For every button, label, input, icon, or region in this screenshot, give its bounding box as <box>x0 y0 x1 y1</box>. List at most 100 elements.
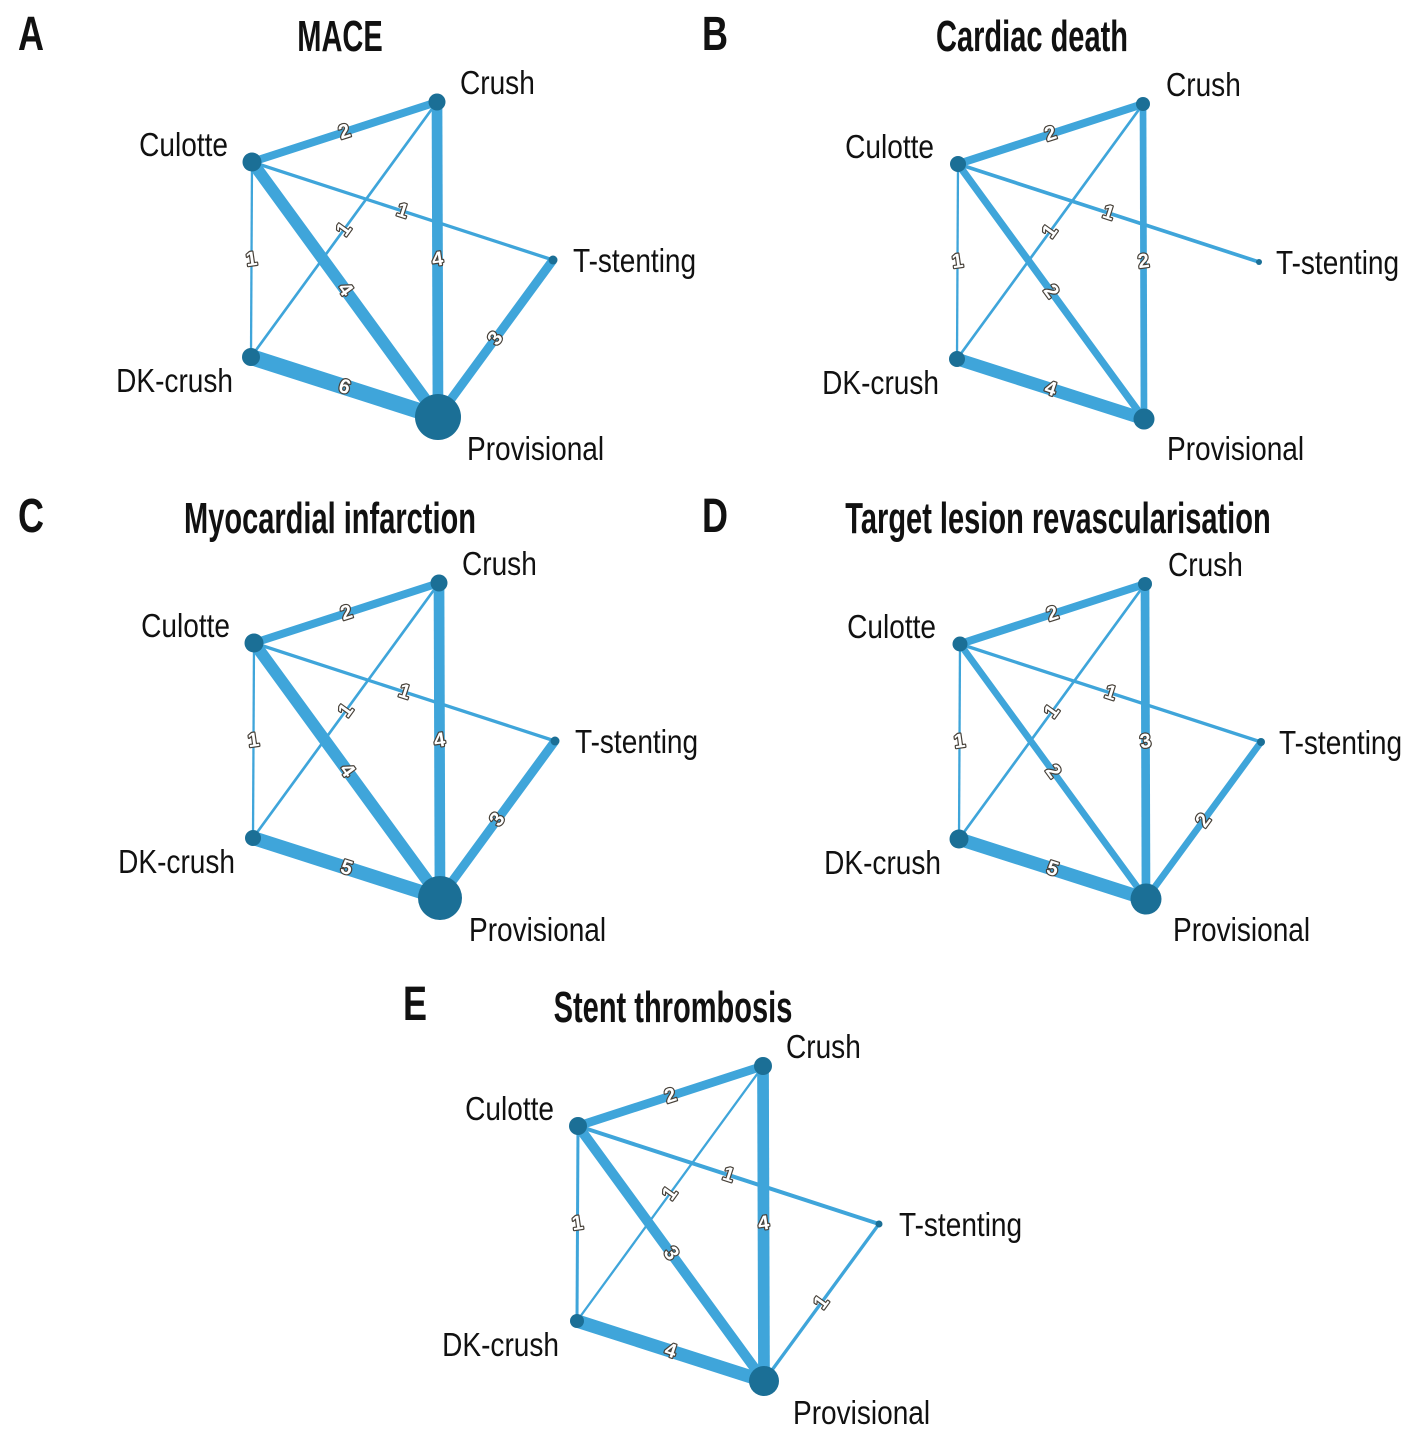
edge-label-culotte-dk-crush: 1 <box>952 730 966 753</box>
node-label-crush: Crush <box>462 546 537 583</box>
edge-culotte-provisional <box>957 642 1149 901</box>
network-node-culotte <box>952 636 968 652</box>
panel-letter-b: B <box>702 7 728 60</box>
edge-label-t-stenting-provisional: 1 <box>809 1292 833 1314</box>
edge-crush-dk-crush <box>576 1065 764 1322</box>
edge-t-stenting-provisional <box>762 1223 881 1382</box>
network-node-t-stenting <box>875 1220 883 1228</box>
network-node-crush <box>1136 97 1150 111</box>
node-label-provisional: Provisional <box>1173 912 1310 949</box>
edge-label-culotte-dk-crush: 1 <box>570 1212 584 1235</box>
edge-label-culotte-t-stenting: 1 <box>394 199 411 223</box>
edge-culotte-dk-crush <box>955 163 960 360</box>
node-label-crush: Crush <box>1166 67 1241 104</box>
network-node-provisional <box>418 876 462 920</box>
edge-crush-provisional <box>1140 583 1151 900</box>
network-node-provisional <box>1133 408 1155 430</box>
edge-label-culotte-dk-crush: 1 <box>950 250 964 273</box>
network-node-t-stenting <box>1257 738 1265 746</box>
edge-culotte-crush <box>958 580 1147 648</box>
edge-dk-crush-provisional <box>956 832 1149 906</box>
panel-title-target-lesion-revascularisation: Target lesion revascularisation <box>845 493 1270 543</box>
network-node-dk-crush <box>570 1314 584 1328</box>
node-label-t-stenting: T-stenting <box>573 243 696 280</box>
edge-crush-dk-crush <box>957 583 1147 840</box>
node-label-culotte: Culotte <box>139 127 228 164</box>
edge-crush-provisional <box>433 582 446 899</box>
edge-culotte-t-stenting <box>251 160 554 262</box>
edge-culotte-crush <box>956 100 1145 168</box>
node-label-t-stenting: T-stenting <box>899 1207 1022 1244</box>
edge-label-crush-dk-crush: 1 <box>334 700 358 722</box>
edge-culotte-crush <box>252 579 441 647</box>
edge-label-crush-provisional: 4 <box>430 248 445 271</box>
edge-culotte-t-stenting <box>577 1124 880 1226</box>
node-label-t-stenting: T-stenting <box>1279 725 1402 762</box>
node-label-provisional: Provisional <box>467 431 604 468</box>
edge-culotte-dk-crush <box>249 161 254 358</box>
node-label-t-stenting: T-stenting <box>575 724 698 761</box>
edge-culotte-provisional <box>249 639 445 902</box>
edge-crush-dk-crush <box>249 101 439 358</box>
network-node-culotte <box>569 1117 587 1135</box>
edge-culotte-provisional <box>573 1123 769 1384</box>
edge-culotte-crush <box>576 1061 765 1131</box>
node-label-culotte: Culotte <box>465 1091 554 1128</box>
panel-letter-d: D <box>702 489 728 542</box>
node-label-provisional: Provisional <box>1167 431 1304 468</box>
network-node-crush <box>1138 577 1152 591</box>
network-node-culotte <box>244 633 264 653</box>
node-label-t-stenting: T-stenting <box>1276 245 1399 282</box>
edge-culotte-dk-crush <box>957 643 962 840</box>
panel-letter-e: E <box>403 977 427 1030</box>
network-node-t-stenting <box>1256 259 1262 265</box>
network-node-dk-crush <box>949 829 969 849</box>
edge-culotte-dk-crush <box>251 642 256 839</box>
node-label-culotte: Culotte <box>845 129 934 166</box>
edge-culotte-t-stenting <box>959 642 1262 744</box>
edge-crush-provisional <box>1139 103 1148 420</box>
network-node-culotte <box>242 152 262 172</box>
edge-culotte-t-stenting <box>957 162 1260 264</box>
edge-label-culotte-t-stenting: 1 <box>396 680 413 704</box>
node-label-culotte: Culotte <box>847 609 936 646</box>
edge-label-crush-dk-crush: 1 <box>332 219 356 241</box>
edge-label-culotte-dk-crush: 1 <box>246 729 260 752</box>
edge-label-crush-provisional: 4 <box>432 729 447 752</box>
edge-crush-dk-crush <box>955 103 1145 360</box>
edge-dk-crush-provisional <box>955 352 1146 426</box>
edge-crush-dk-crush <box>251 582 441 839</box>
edge-crush-provisional <box>757 1065 770 1382</box>
edge-dk-crush-provisional <box>250 831 443 905</box>
edge-label-crush-provisional: 3 <box>1138 730 1152 753</box>
edge-t-stenting-provisional <box>1143 740 1264 901</box>
network-node-dk-crush <box>242 348 260 366</box>
node-label-crush: Crush <box>786 1029 861 1066</box>
network-node-dk-crush <box>949 351 965 367</box>
edge-label-culotte-t-stenting: 1 <box>1102 681 1119 705</box>
panel-title-mace: MACE <box>297 11 382 61</box>
edge-dk-crush-provisional <box>248 349 441 425</box>
edge-label-culotte-t-stenting: 1 <box>1100 201 1117 225</box>
node-label-provisional: Provisional <box>469 912 606 949</box>
edge-label-crush-dk-crush: 1 <box>1038 221 1062 243</box>
network-node-provisional <box>749 1366 779 1396</box>
node-label-dk-crush: DK-crush <box>118 844 235 881</box>
node-label-dk-crush: DK-crush <box>442 1327 559 1364</box>
panel-title-stent-thrombosis: Stent thrombosis <box>554 982 793 1032</box>
network-node-t-stenting <box>550 736 560 746</box>
node-label-dk-crush: DK-crush <box>822 365 939 402</box>
edge-label-culotte-dk-crush: 1 <box>244 248 258 271</box>
node-label-crush: Crush <box>1168 547 1243 584</box>
edge-crush-provisional <box>431 101 444 418</box>
edge-label-crush-dk-crush: 1 <box>1040 701 1064 723</box>
network-node-t-stenting <box>548 255 558 265</box>
panel-letter-c: C <box>18 489 44 542</box>
network-node-crush <box>754 1057 772 1075</box>
node-label-culotte: Culotte <box>141 608 230 645</box>
